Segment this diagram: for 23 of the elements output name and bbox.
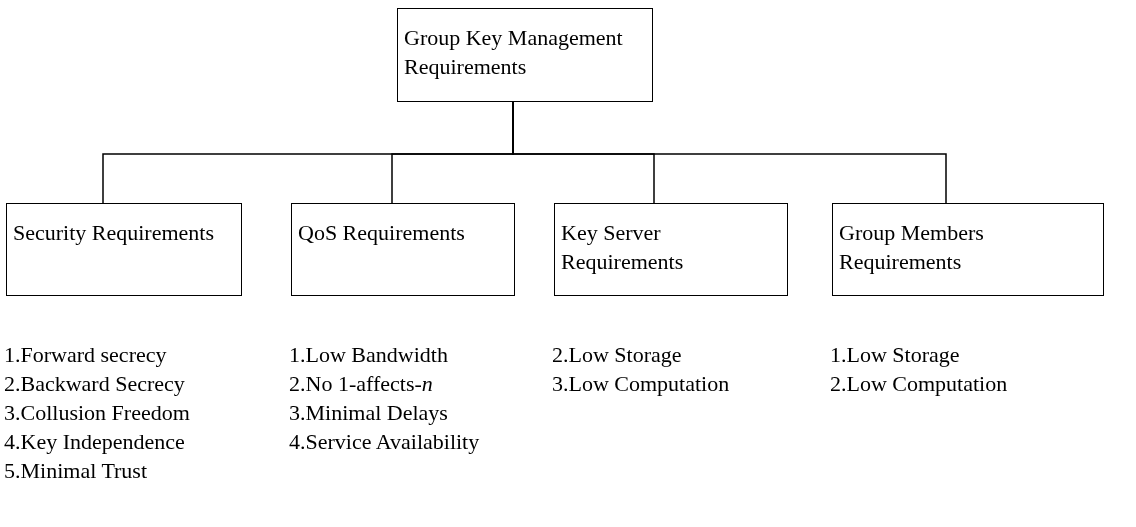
list-item: 3.Minimal Delays bbox=[289, 399, 449, 427]
list-item: 2.No 1-affects-n bbox=[289, 370, 434, 398]
list-item: 5.Minimal Trust bbox=[4, 457, 149, 485]
box-title: Key Server Requirements bbox=[561, 219, 685, 276]
requirement-box bbox=[554, 203, 788, 296]
list-item: 1.Forward secrecy bbox=[4, 341, 168, 369]
list-item: 3.Collusion Freedom bbox=[4, 399, 190, 427]
requirement-box bbox=[832, 203, 1104, 296]
box-title: QoS Requirements bbox=[298, 219, 466, 247]
list-item: 4.Key Independence bbox=[4, 428, 186, 456]
box-title: Security Requirements bbox=[13, 219, 215, 247]
list-item: 2.Low Computation bbox=[830, 370, 1008, 398]
list-item: 2.Low Storage bbox=[552, 341, 683, 369]
box-title: Group Key Management Requirements bbox=[404, 24, 624, 81]
box-title: Group Members Requirements bbox=[839, 219, 985, 276]
requirement-box bbox=[291, 203, 515, 296]
list-item: 3.Low Computation bbox=[552, 370, 730, 398]
requirement-box bbox=[6, 203, 242, 296]
list-item: 1.Low Bandwidth bbox=[289, 341, 449, 369]
list-item: 4.Service Availability bbox=[289, 428, 480, 456]
list-item: 2.Backward Secrecy bbox=[4, 370, 186, 398]
requirement-box bbox=[397, 8, 653, 102]
list-item: 1.Low Storage bbox=[830, 341, 961, 369]
